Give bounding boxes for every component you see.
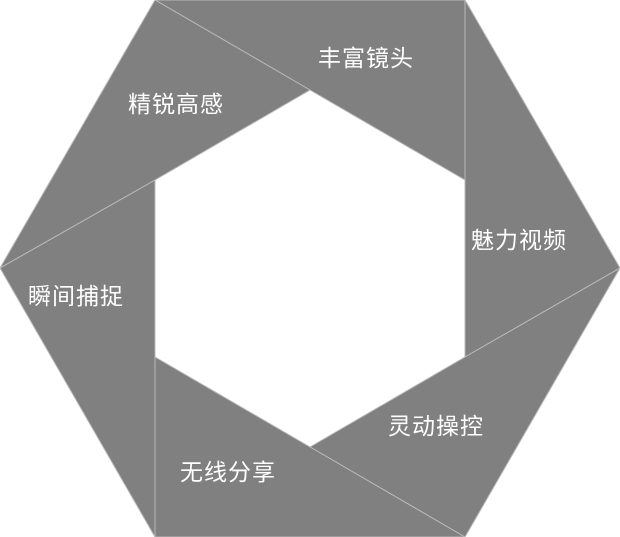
- segment-label-charming-video: 魅力视频: [471, 228, 567, 254]
- segment-label-rich-lenses: 丰富镜头: [318, 46, 414, 72]
- segment-label-agile-control: 灵动操控: [388, 414, 484, 440]
- segment-sharp-high-sensitivity: [0, 0, 311, 269]
- segment-label-instant-capture: 瞬间捕捉: [28, 284, 124, 310]
- segment-label-wireless-sharing: 无线分享: [180, 460, 276, 486]
- segment-label-sharp-high-sensitivity: 精锐高感: [128, 92, 224, 118]
